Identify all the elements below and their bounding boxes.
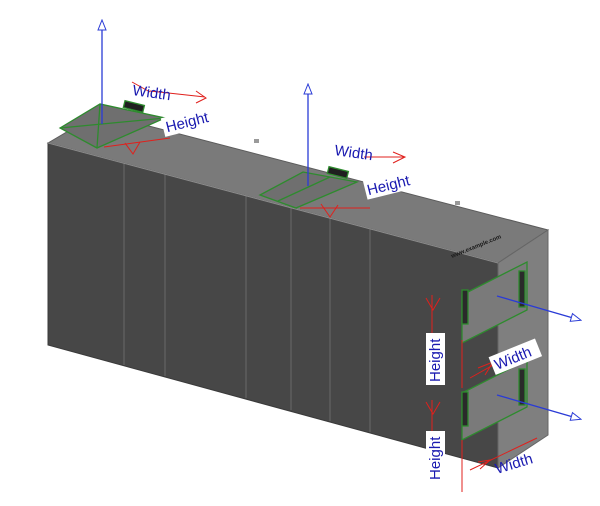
arrow-side-upper xyxy=(496,295,580,320)
opening-top-mid xyxy=(258,171,360,209)
label-top-left-height-box: Height xyxy=(160,105,216,137)
label-top-mid-width: Width xyxy=(333,142,373,164)
normal-arrows xyxy=(102,21,580,419)
openings xyxy=(58,99,528,442)
opening-side-lower-slot xyxy=(518,368,526,406)
top-bump-right xyxy=(455,201,460,205)
opening-side-upper-slot xyxy=(518,270,526,308)
arrow-side-lower xyxy=(496,394,580,419)
panel-seams xyxy=(47,142,499,432)
opening-top-mid-slot xyxy=(326,165,350,180)
label-side-lower-height: Height xyxy=(427,436,444,480)
label-side-upper-height-box: Height xyxy=(426,333,445,385)
opening-top-left-slot xyxy=(122,99,146,114)
dimension-labels: Width Height Width Height Height Width H… xyxy=(131,82,543,483)
label-top-left-width: Width xyxy=(131,82,171,104)
label-side-lower-height-box: Height xyxy=(426,431,445,483)
top-bump xyxy=(254,139,259,143)
label-side-upper-height: Height xyxy=(427,338,444,382)
opening-side-upper xyxy=(461,260,528,345)
label-top-left-height: Height xyxy=(164,109,211,136)
